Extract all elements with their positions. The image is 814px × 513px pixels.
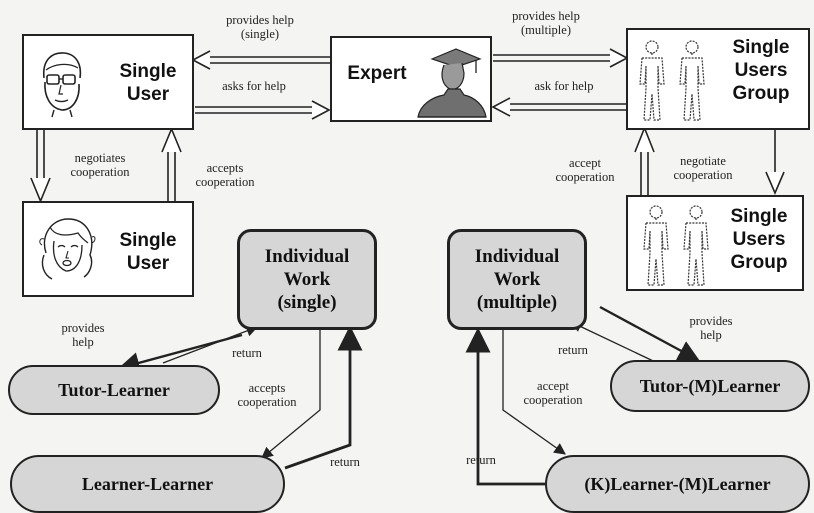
single-user-bottom-label: Single User — [119, 230, 177, 274]
label-return-right-1: return — [558, 343, 588, 357]
group-bottom-node: Single Users Group — [626, 195, 804, 291]
label-accepts-cooperation-top: accepts cooperation — [195, 161, 255, 189]
label-ask-for-help: ask for help — [534, 79, 594, 93]
label-accept-cooperation-right: accept cooperation — [555, 156, 615, 184]
group-top-label: Single Users Group — [732, 37, 790, 104]
people-pair-icon — [639, 40, 705, 121]
work-single-node: Individual Work (single) — [237, 229, 377, 330]
arrow-provides-help-multiple — [493, 48, 629, 68]
label-return-left-2: return — [330, 455, 360, 469]
expert-label: Expert — [347, 63, 407, 84]
single-user-top-label: Single User — [119, 61, 177, 105]
arrow-negotiates-cooperation — [30, 129, 51, 204]
label-provides-help-multiple: provides help (multiple) — [512, 9, 580, 37]
label-provides-help-right: provides help — [689, 314, 733, 342]
label-asks-for-help: asks for help — [222, 79, 286, 93]
label-provides-help-left: provides help — [61, 321, 105, 349]
arrow-accept-cooperation-bottom — [502, 330, 566, 455]
label-return-left-1: return — [232, 346, 262, 360]
people-pair-icon — [643, 205, 709, 286]
arrow-accept-cooperation-right — [634, 125, 655, 195]
label-negotiates-cooperation: negotiates cooperation — [70, 151, 130, 179]
single-user-bottom-node: Single User — [22, 201, 194, 297]
arrow-provides-help-single — [191, 50, 330, 70]
man-face-icon — [42, 52, 82, 118]
tutor-learner-node: Tutor-Learner — [8, 365, 220, 415]
arrow-accepts-cooperation-bottom — [261, 330, 321, 459]
label-return-right-2: return — [466, 453, 496, 467]
label-provides-help-single: provides help (single) — [226, 13, 294, 41]
tutor-mlearner-node: Tutor-(M)Learner — [610, 360, 810, 412]
klearner-mlearner-node: (K)Learner-(M)Learner — [545, 455, 810, 513]
arrow-return-left-2 — [284, 325, 363, 470]
expert-node: Expert — [330, 36, 492, 122]
arrow-return-left-1 — [162, 325, 259, 364]
group-bottom-label: Single Users Group — [730, 206, 788, 273]
arrow-asks-for-help — [195, 100, 331, 120]
single-user-top-node: Single User — [22, 34, 194, 130]
woman-face-icon — [39, 218, 96, 280]
arrow-accepts-cooperation-top — [161, 126, 182, 201]
graduate-icon — [417, 48, 487, 118]
label-accepts-cooperation-bottom: accepts cooperation — [237, 381, 297, 409]
arrow-negotiate-cooperation — [765, 130, 785, 196]
arrow-provides-help-right — [599, 305, 700, 362]
learner-learner-node: Learner-Learner — [10, 455, 285, 513]
arrow-return-right-2 — [465, 327, 545, 486]
label-negotiate-cooperation: negotiate cooperation — [673, 154, 733, 182]
group-top-node: Single Users Group — [626, 28, 810, 130]
work-multiple-node: Individual Work (multiple) — [447, 229, 587, 330]
arrow-ask-for-help — [491, 97, 627, 117]
label-accept-cooperation-bottom: accept cooperation — [523, 379, 583, 407]
